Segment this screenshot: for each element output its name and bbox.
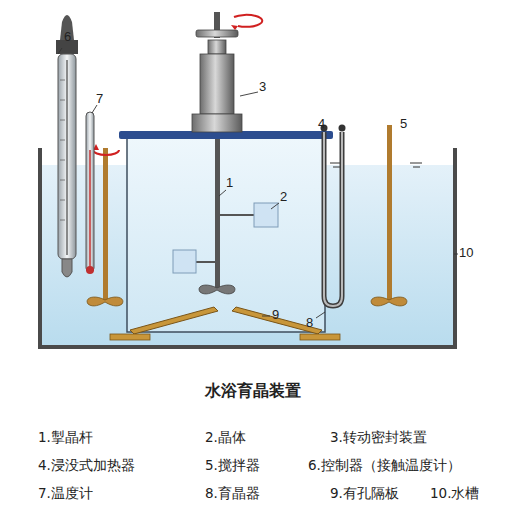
callout-number: 3 <box>259 80 266 94</box>
diagram-title: 水浴育晶装置 <box>205 382 301 400</box>
callout-number: 2 <box>280 190 287 204</box>
legend-text: 5.搅拌器 <box>205 458 260 473</box>
legend-text: 3.转动密封装置 <box>330 430 427 445</box>
callout-number: 10 <box>459 246 473 260</box>
callout-number: 1 <box>226 176 233 190</box>
callout-number: 7 <box>96 92 103 106</box>
legend-text: 8.育晶器 <box>205 486 260 501</box>
callout-number: 6 <box>64 30 71 44</box>
callout-number: 5 <box>400 117 407 131</box>
legend-text: 2.晶体 <box>205 430 246 445</box>
legend-text: 4.浸没式加热器 <box>38 458 135 473</box>
legend-text: 1.掣晶杆 <box>38 430 93 445</box>
legend-text: 6.控制器（接触温度计） <box>308 458 461 473</box>
legend-text: 7.温度计 <box>38 486 93 501</box>
callout-number: 4 <box>318 117 325 131</box>
callout-number: 8 <box>306 316 313 330</box>
legend-text: 9.有孔隔板 <box>330 486 399 501</box>
legend-text: 10.水槽 <box>430 486 479 501</box>
callout-number: 9 <box>272 308 279 322</box>
